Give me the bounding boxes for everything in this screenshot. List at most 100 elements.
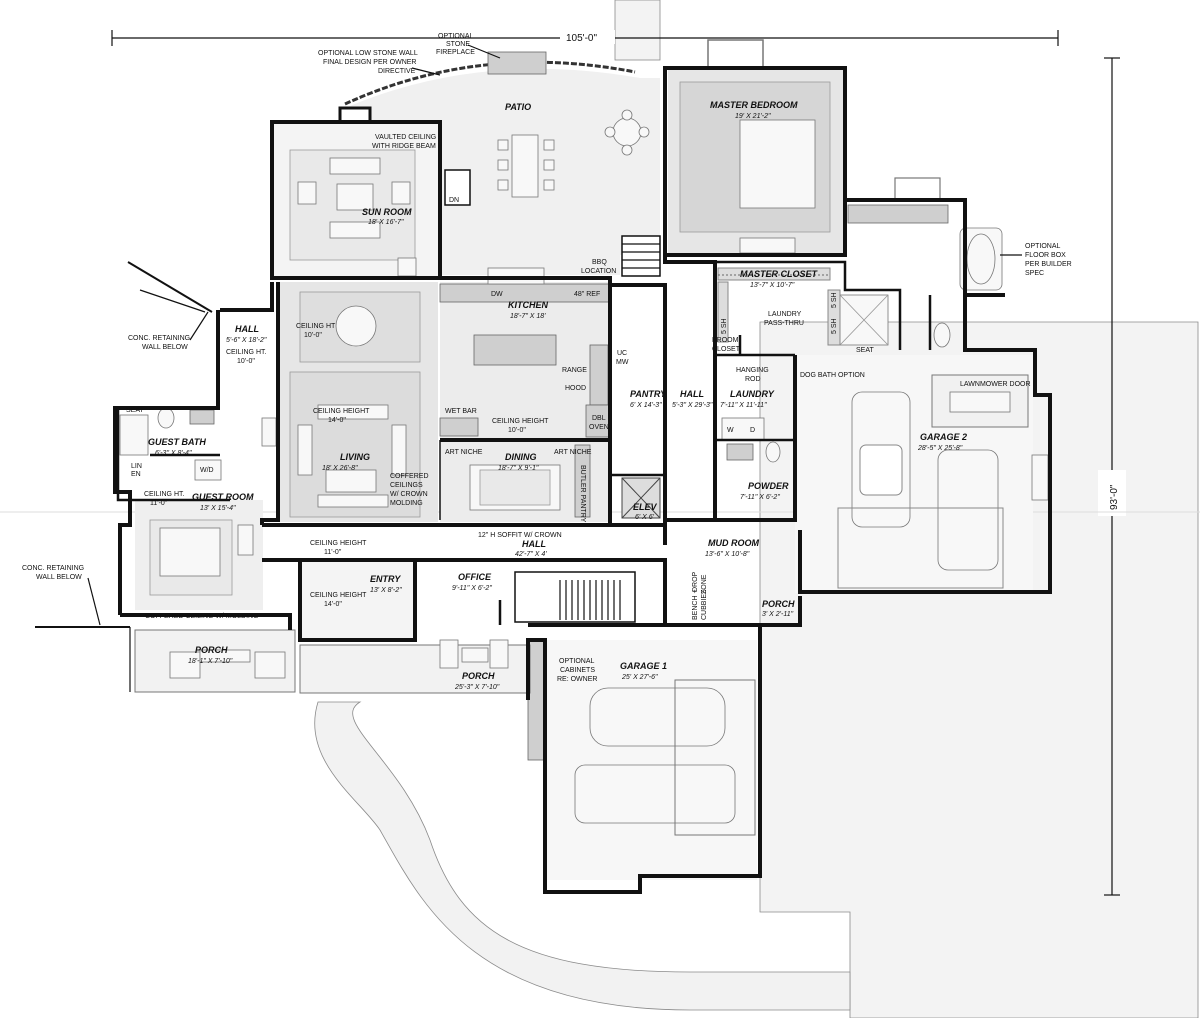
guest-room-label: GUEST ROOM (192, 492, 254, 502)
note-optional-cabinets-1: OPTIONAL (559, 658, 595, 665)
master-bedroom-dim: 19' X 21'-2" (735, 113, 771, 120)
master-closet-dim: 13'-7" X 10'-7" (750, 282, 795, 289)
mud-room-dim: 13'-6" X 10'-8" (705, 551, 750, 558)
living-label: LIVING (340, 452, 370, 462)
note-art-niche-left: ART NICHE (445, 449, 483, 456)
note-floor-box-3: PER BUILDER (1025, 261, 1072, 268)
guest-room-floor (135, 500, 263, 610)
dining-dim: 18'-7" X 9'-1" (498, 465, 539, 472)
guest-bath-dim: 6'-3" X 8'-4" (155, 450, 192, 457)
garage-2-label: GARAGE 2 (920, 432, 967, 442)
pantry-label: PANTRY (630, 389, 667, 399)
note-sh-c: 5 SH (831, 292, 838, 308)
porch-small-label: PORCH (762, 599, 795, 609)
note-hood: HOOD (565, 385, 586, 392)
porch-center-label: PORCH (462, 671, 495, 681)
note-ceiling-ht-hall-2: 10'-0" (237, 358, 255, 365)
note-ceiling-height-10-kitchen-1: CEILING HEIGHT (492, 418, 549, 425)
garage-2-dim: 28'-5" X 25'-8" (917, 445, 963, 452)
porch-small-dim: 3' X 2'-11" (762, 611, 794, 618)
porch-floors (134, 560, 531, 694)
note-seat-master: SEAT (856, 347, 874, 354)
note-ceiling-height-14-entry-2: 14'-0" (324, 601, 342, 608)
note-stone-fireplace-3: FIREPLACE (436, 49, 475, 56)
garage-1-floor (527, 639, 757, 880)
powder-label: POWDER (748, 481, 789, 491)
elev-dim: 6' X 6' (635, 514, 655, 521)
garage-2-floor (795, 355, 1049, 593)
note-ceiling-height-11-2: 11'-0" (324, 549, 342, 556)
note-ceiling-height-14-1: CEILING HEIGHT (313, 408, 370, 415)
dining-label: DINING (505, 452, 537, 462)
note-range: RANGE (562, 367, 587, 374)
office-dim: 9'-11" X 6'-2" (452, 585, 492, 592)
kitchen-dim: 18'-7" X 18' (510, 313, 546, 320)
porch-left-label: PORCH (195, 645, 228, 655)
note-bbq-2: LOCATION (581, 268, 616, 275)
note-dw: DW (491, 291, 503, 298)
note-ceiling-ht-10-1: CEILING HT (296, 323, 336, 330)
note-linen-2: EN (131, 471, 141, 478)
guest-bath-label: GUEST BATH (148, 437, 206, 447)
note-mw: MW (616, 359, 629, 366)
stair-down-marker: DN (449, 197, 459, 204)
interior-walls (116, 260, 932, 625)
leader-lines (87, 44, 1022, 626)
note-lawnmower: LAWNMOWER DOOR (960, 381, 1031, 388)
hall-main-dim: 42'-7" X 4' (515, 551, 547, 558)
overall-depth-text: 93'-0" (1109, 484, 1120, 510)
hall-center-dim: 5'-3" X 29'-3" (672, 402, 713, 409)
garage-1-label: GARAGE 1 (620, 661, 667, 671)
note-art-niche-right: ART NICHE (554, 449, 592, 456)
note-floor-box-4: SPEC (1025, 270, 1044, 277)
service-fixtures (621, 417, 781, 519)
hall-left-dim: 5'-6" X 18'-2" (226, 337, 267, 344)
note-drop-1: DROP (692, 571, 699, 592)
note-wet-bar: WET BAR (445, 408, 477, 415)
note-retaining-lower-2: WALL BELOW (36, 574, 82, 581)
note-retaining-lower-1: CONC. RETAINING (22, 565, 84, 572)
note-washer: W (727, 427, 734, 434)
sun-room-dim: 18' X 16'-7" (368, 219, 404, 226)
note-broom-2: CLOSET (712, 346, 741, 353)
garage-1-dim: 25' X 27'-6" (621, 674, 658, 681)
note-floor-box-1: OPTIONAL (1025, 243, 1061, 250)
overall-width-dimension: 105'-0" (111, 30, 1059, 46)
exterior-walls (113, 66, 1052, 894)
note-stone-fireplace-2: STONE (446, 41, 470, 48)
laundry-label: LAUNDRY (730, 389, 775, 399)
note-bench-2: CUBBIES (701, 589, 708, 620)
note-stone-wall-3: DIRECTIVE (378, 68, 416, 75)
note-ceiling-ht-11-guest-1: CEILING HT. (144, 491, 185, 498)
note-coffered-1: COFFERED (390, 473, 429, 480)
note-hanging-1: HANGING (736, 367, 769, 374)
master-bath-fixtures (839, 177, 1003, 348)
note-ceiling-height-14-2: 14'-0" (328, 417, 346, 424)
mud-room-label: MUD ROOM (708, 538, 759, 548)
note-broom-1: BROOM (712, 337, 739, 344)
note-ceiling-ht-10-2: 10'-0" (304, 332, 322, 339)
kitchen-label: KITCHEN (508, 300, 548, 310)
note-vaulted-1: VAULTED CEILING (375, 134, 436, 141)
note-ceiling-height-10-kitchen-2: 10'-0" (508, 427, 526, 434)
retaining-walls (35, 261, 213, 692)
laundry-dim: 7'-11" X 11'-11" (720, 402, 767, 409)
note-ceiling-height-11-1: CEILING HEIGHT (310, 540, 367, 547)
note-laundry-pass-2: PASS-THRU (764, 320, 804, 327)
note-sh-a: 5 SH (721, 318, 728, 334)
porch-center-dim: 25'-3" X 7'-10" (454, 684, 500, 691)
note-vaulted-2: WITH RIDGE BEAM (372, 143, 436, 150)
note-drop-2: ZONE (701, 574, 708, 594)
note-uc: UC (617, 350, 627, 357)
note-seat-guest: SEAT (126, 407, 144, 414)
note-laundry-pass-1: LAUNDRY (768, 311, 802, 318)
stair: DN (444, 169, 661, 623)
note-stone-fireplace-1: OPTIONAL (438, 33, 474, 40)
note-coffered-3: W/ CROWN (390, 491, 428, 498)
note-retaining-upper-1: CONC. RETAINING (128, 335, 190, 342)
note-wd-guest: W/D (200, 467, 214, 474)
note-dryer: D (750, 427, 755, 434)
note-linen-1: LIN (131, 463, 142, 470)
guest-room-dim: 13' X 15'-4" (200, 505, 236, 512)
